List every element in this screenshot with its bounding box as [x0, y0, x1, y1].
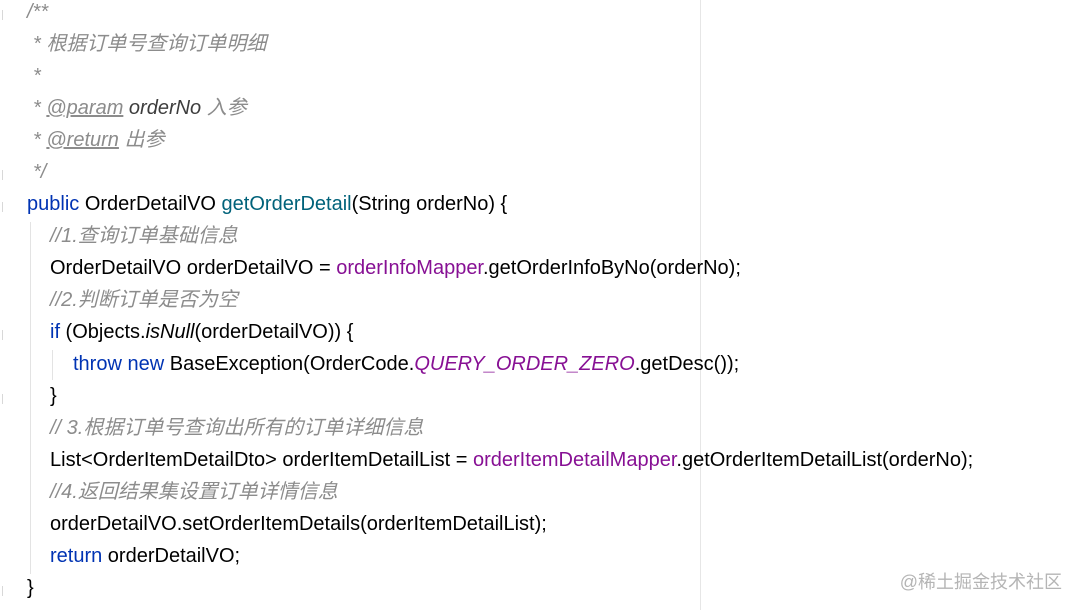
doc-return-line: * @return 出参 [33, 124, 164, 156]
modifier-keyword: public [27, 193, 80, 215]
code-line-throw: throw new BaseException(OrderCode.QUERY_… [73, 348, 739, 380]
list-decl: List<OrderItemDetailDto> orderItemDetail… [50, 449, 473, 471]
comment-step-4: //4.返回结果集设置订单详情信息 [50, 481, 338, 503]
gutter-fold-marker[interactable] [2, 10, 3, 20]
indent-guide [52, 350, 53, 380]
comment-step-1: //1.查询订单基础信息 [50, 225, 238, 247]
comment-step-3: // 3.根据订单号查询出所有的订单详细信息 [50, 417, 424, 439]
if-keyword: if [50, 321, 60, 343]
query-call: .getOrderInfoByNo(orderNo); [483, 257, 741, 279]
gutter-fold-marker[interactable] [2, 202, 3, 212]
right-margin-guide [700, 0, 701, 610]
doc-return-tag: @return [46, 129, 119, 151]
method-close-brace: } [27, 577, 34, 599]
doc-param-line: * @param orderNo 入参 [33, 92, 247, 124]
code-line-if: if (Objects.isNull(orderDetailVO)) { [50, 316, 353, 348]
method-signature: public OrderDetailVO getOrderDetail(Stri… [27, 188, 507, 220]
return-type: OrderDetailVO [84, 193, 216, 215]
gutter-fold-marker[interactable] [2, 330, 3, 340]
doc-param-desc: 入参 [206, 97, 247, 119]
indent-guide [30, 222, 31, 574]
gutter-fold-marker[interactable] [2, 586, 3, 596]
is-null-method: isNull [145, 321, 195, 343]
query-decl: OrderDetailVO orderDetailVO = [50, 257, 337, 279]
order-info-mapper-field: orderInfoMapper [336, 257, 483, 279]
method-name: getOrderDetail [221, 193, 352, 215]
doc-comment-blank: * [33, 65, 41, 87]
code-line-set: orderDetailVO.setOrderItemDetails(orderI… [50, 513, 547, 535]
doc-param-name: orderNo [128, 97, 202, 119]
doc-comment-summary: * 根据订单号查询订单明细 [33, 33, 267, 55]
doc-comment-close: */ [33, 161, 47, 183]
return-rest: orderDetailVO; [102, 545, 241, 567]
method-params: (String orderNo) { [351, 193, 508, 215]
new-keyword: new [127, 353, 165, 375]
doc-star: * [33, 129, 41, 151]
throw-keyword: throw [73, 353, 122, 375]
doc-comment-open: /** [27, 1, 49, 23]
comment-step-2: //2.判断订单是否为空 [50, 289, 238, 311]
if-open: (Objects. [60, 321, 146, 343]
code-line-query: OrderDetailVO orderDetailVO = orderInfoM… [50, 252, 741, 284]
code-line-list: List<OrderItemDetailDto> orderItemDetail… [50, 444, 973, 476]
throw-rest: .getDesc()); [634, 353, 740, 375]
doc-return-desc: 出参 [124, 129, 165, 151]
return-keyword: return [50, 545, 103, 567]
exception-ctor: BaseException(OrderCode. [169, 353, 415, 375]
code-line-return: return orderDetailVO; [50, 540, 240, 572]
doc-star: * [33, 97, 41, 119]
gutter-fold-marker[interactable] [2, 394, 3, 404]
order-item-detail-mapper-field: orderItemDetailMapper [472, 449, 677, 471]
if-rest: (orderDetailVO)) { [194, 321, 354, 343]
gutter-fold-marker[interactable] [2, 170, 3, 180]
if-close-brace: } [50, 385, 57, 407]
doc-param-tag: @param [46, 97, 124, 119]
query-order-zero-constant: QUERY_ORDER_ZERO [414, 353, 635, 375]
list-call: .getOrderItemDetailList(orderNo); [676, 449, 974, 471]
watermark: @稀土掘金技术社区 [899, 572, 1062, 592]
